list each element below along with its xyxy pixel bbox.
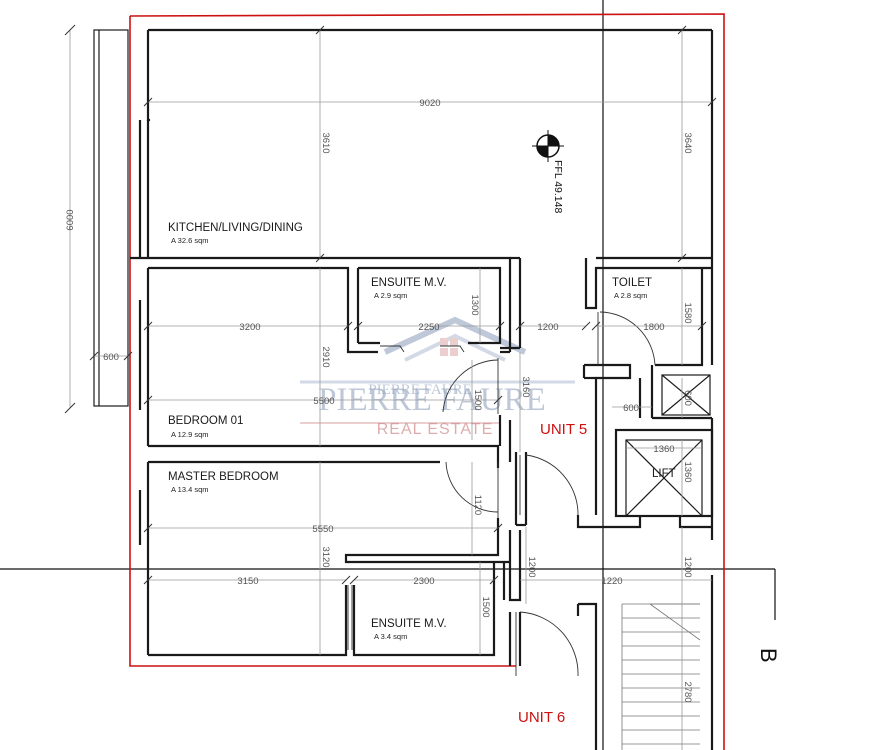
room-kitchen-name: KITCHEN/LIVING/DINING [168, 222, 303, 234]
dim-label: 3150 [237, 576, 258, 587]
level-marker: FFL 49.148 [532, 130, 564, 213]
dim-label: 3160 [520, 376, 531, 397]
room-kitchen-area: A 32.6 sqm [171, 236, 209, 245]
dimension-labels: 9020 3610 3640 6000 600 3200 2250 1300 1… [65, 98, 693, 703]
dim-label: 1500 [472, 389, 483, 410]
dim-label: 3120 [320, 546, 331, 567]
dim-label: 5500 [313, 396, 334, 407]
room-lift-name: LIFT [652, 468, 676, 480]
dim-label: 1300 [469, 294, 480, 315]
room-bedroom01-area: A 12.9 sqm [171, 430, 209, 439]
dim-label: 3610 [320, 132, 331, 153]
section-lines [0, 0, 776, 750]
dim-label: 1200 [537, 322, 558, 333]
dim-label: 1580 [682, 302, 693, 323]
ffl-label: FFL 49.148 [552, 160, 564, 213]
room-labels: KITCHEN/LIVING/DINING A 32.6 sqm ENSUITE… [168, 222, 676, 641]
watermark: PIERRE FAURE PIERRE FAURE REAL ESTATE [300, 316, 575, 438]
unit5-label: UNIT 5 [540, 421, 587, 438]
dim-label: 3200 [239, 322, 260, 333]
walls [130, 28, 714, 750]
dim-label: 1800 [643, 322, 664, 333]
watermark-house-logo [300, 316, 575, 424]
room-ensuite-bottom-area: A 3.4 sqm [374, 632, 407, 641]
dim-label: 2250 [418, 322, 439, 333]
room-ensuite-top-name: ENSUITE M.V. [371, 277, 447, 289]
dim-label: 3640 [682, 132, 693, 153]
dim-label: 9020 [419, 98, 440, 109]
dim-label: 1360 [682, 461, 693, 482]
room-toilet-name: TOILET [612, 277, 652, 289]
unit-boundary-left [129, 16, 516, 667]
watermark-sub: REAL ESTATE [377, 421, 494, 438]
doors [347, 311, 656, 677]
dim-label: 1220 [601, 576, 622, 587]
room-master-area: A 13.4 sqm [171, 485, 209, 494]
dim-label: 1360 [653, 444, 674, 455]
dim-label: 600 [623, 403, 639, 414]
dim-label: 1200 [526, 556, 537, 577]
dim-label: 1120 [472, 495, 483, 515]
dim-label: 1500 [480, 596, 491, 617]
dim-label: 2780 [682, 681, 693, 702]
dim-label: 600 [682, 390, 693, 406]
dimension-lines [89, 25, 717, 750]
room-bedroom01-name: BEDROOM 01 [168, 415, 243, 427]
room-ensuite-top-area: A 2.9 sqm [374, 291, 407, 300]
room-master-name: MASTER BEDROOM [168, 471, 279, 483]
dim-label: 1200 [682, 556, 693, 577]
watermark-name-shadow: PIERRE FAURE [368, 382, 471, 398]
room-toilet-area: A 2.8 sqm [614, 291, 647, 300]
dim-label: 2910 [320, 346, 331, 367]
dim-label: 6000 [65, 209, 76, 230]
staircase [621, 603, 701, 750]
dim-label: 5550 [312, 524, 333, 535]
dim-label: 2300 [413, 576, 434, 587]
balcony [64, 24, 129, 414]
room-ensuite-bottom-name: ENSUITE M.V. [371, 618, 447, 630]
dim-label: 600 [103, 352, 119, 363]
unit6-label: UNIT 6 [518, 709, 565, 726]
unit-boundary [129, 13, 725, 750]
section-label: B [756, 648, 781, 663]
